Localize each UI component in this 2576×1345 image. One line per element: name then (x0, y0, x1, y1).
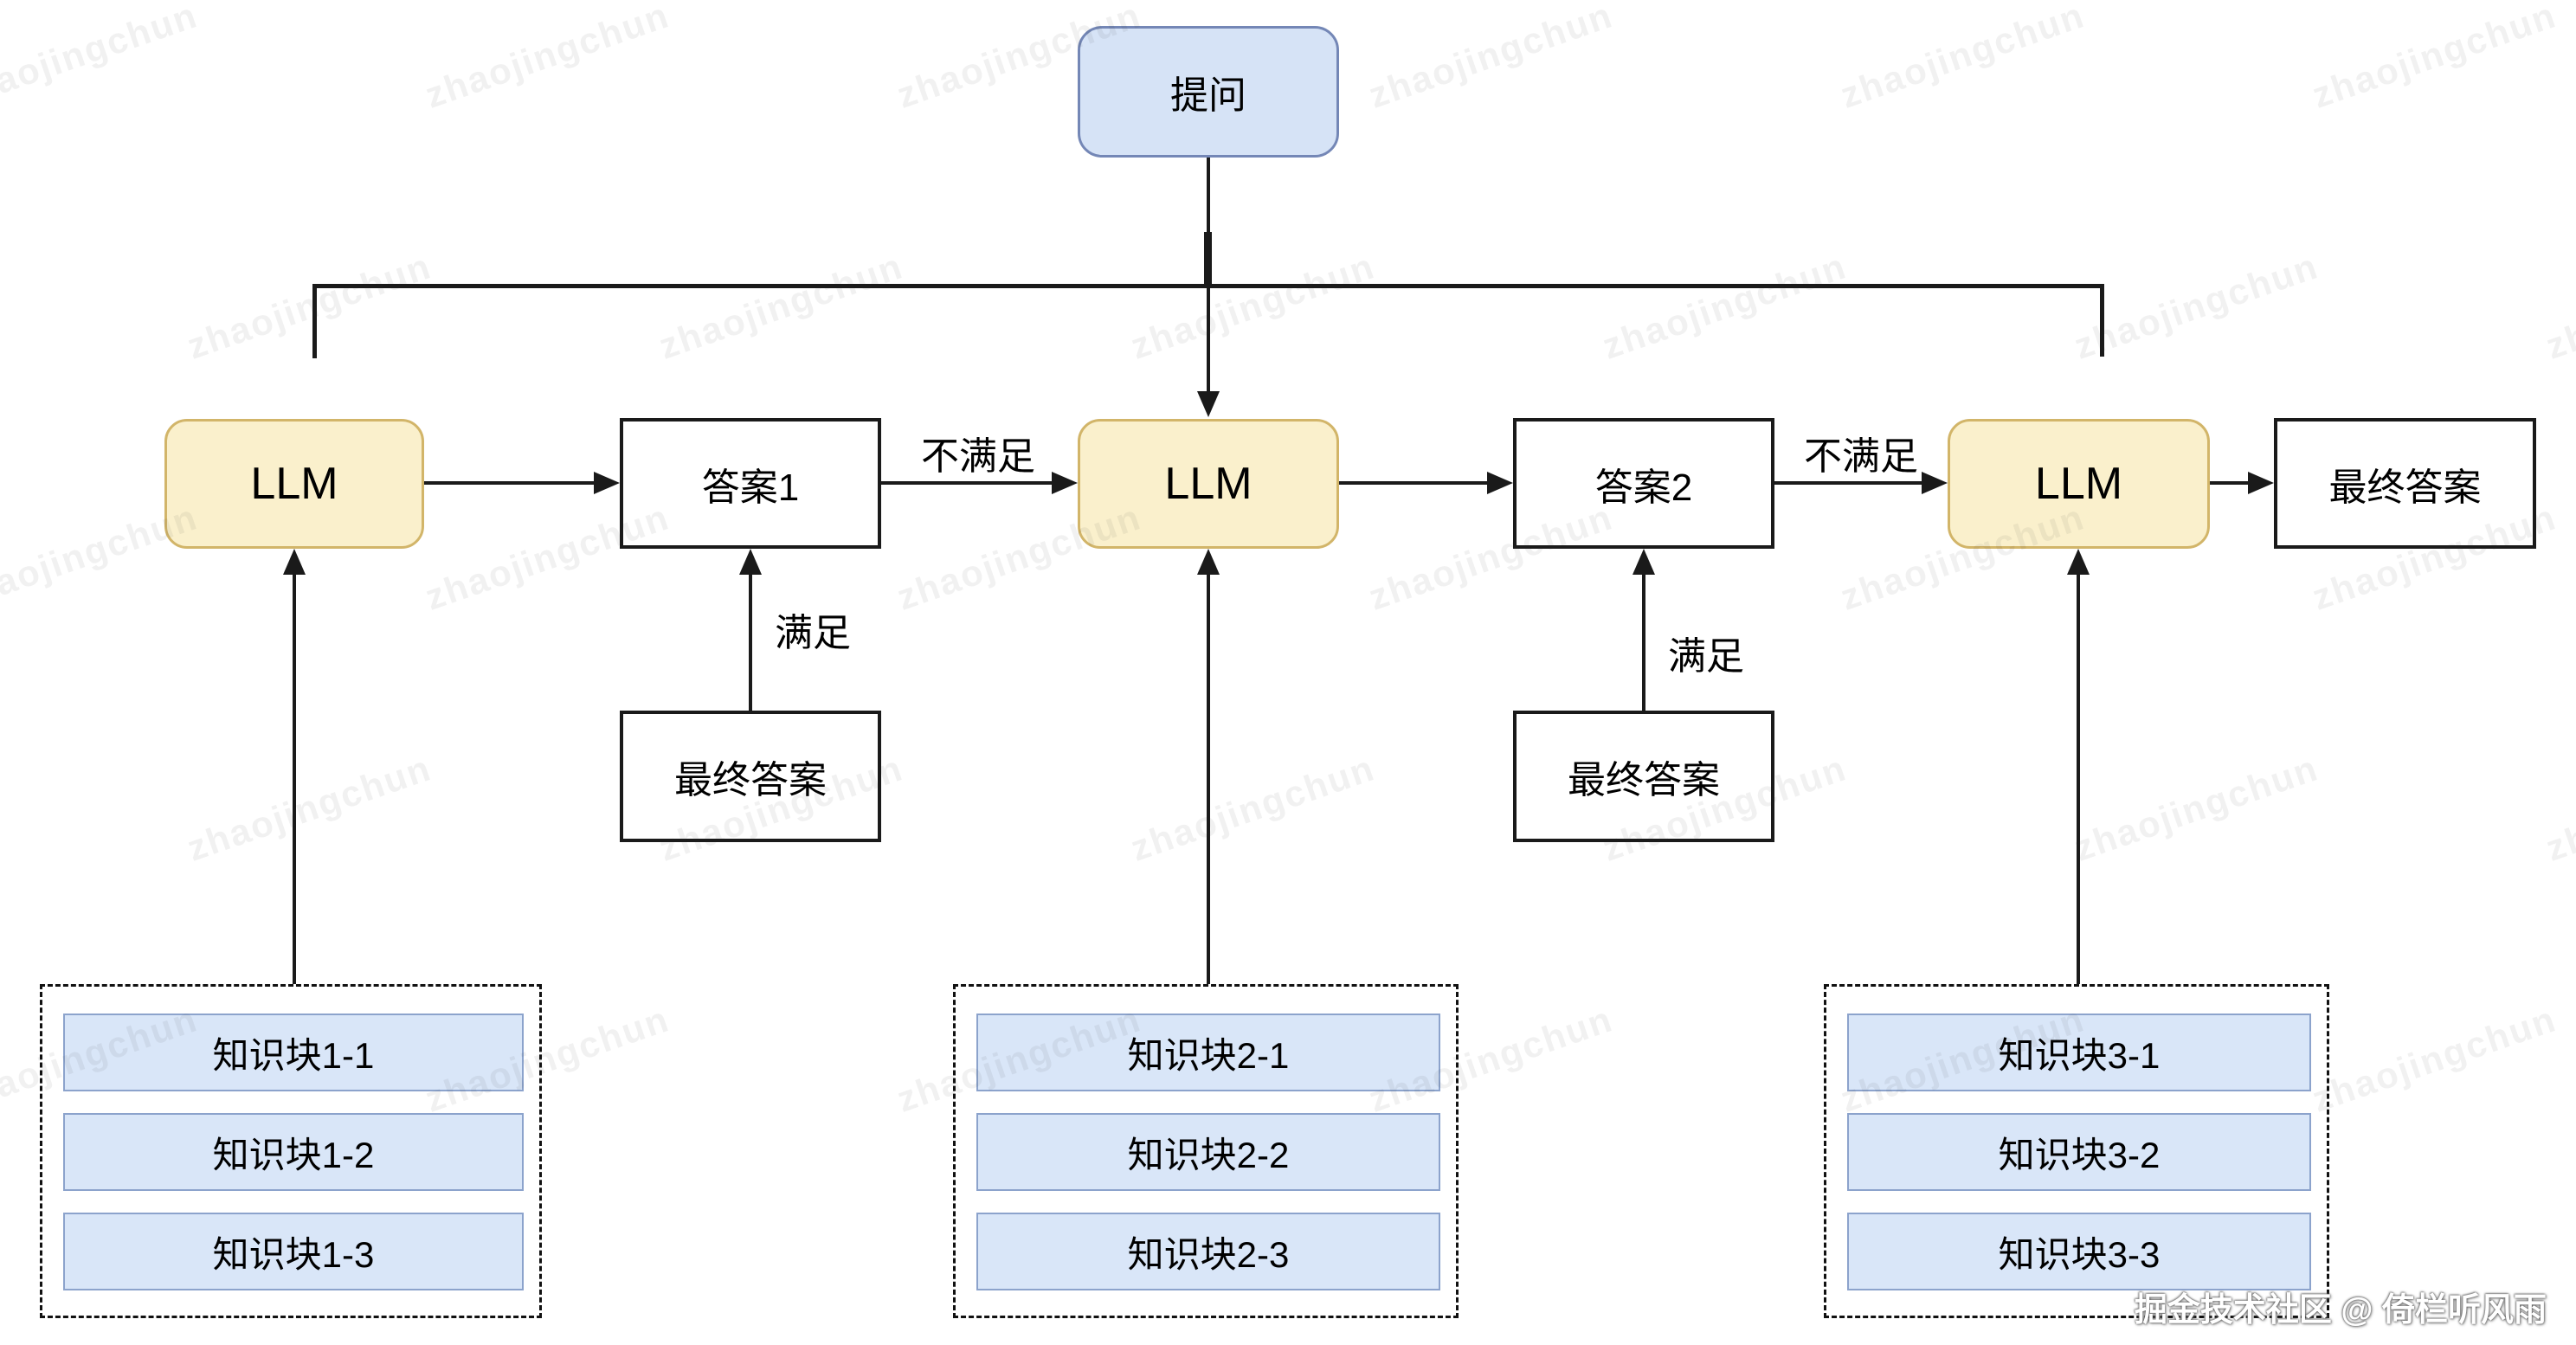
watermark-text: zhaojingchun (2541, 245, 2576, 367)
watermark-text: zhaojingchun (182, 245, 437, 367)
label-satisfied-2: 满足 (1668, 635, 1744, 678)
connector-branch-horizontal (314, 284, 2103, 288)
arrow-final2-to-answer2-head (1633, 549, 1655, 575)
knowledge-group-3: 知识块3-1 知识块3-2 知识块3-3 (1824, 984, 2329, 1318)
arrow-group3-to-llm3-line (2077, 571, 2080, 984)
arrow-final1-to-answer1-head (739, 549, 762, 575)
watermark-text: zhaojingchun (2069, 245, 2324, 367)
watermark-text: zhaojingchun (1835, 0, 2090, 116)
watermark-text: zhaojingchun (2069, 747, 2324, 869)
watermark-text: zhaojingchun (2307, 0, 2562, 116)
chunk-2-3: 知识块2-3 (976, 1213, 1440, 1290)
connector-branch-right-drop (2100, 284, 2104, 357)
connector-question-stem-thick (1204, 232, 1212, 287)
chunk-3-3: 知识块3-3 (1847, 1213, 2311, 1290)
watermark-text: zhaojingchun (1363, 0, 1619, 116)
arrow-group1-to-llm1-line (293, 571, 296, 984)
knowledge-group-2: 知识块2-1 知识块2-2 知识块2-3 (953, 984, 1459, 1318)
arrow-group1-to-llm1-head (283, 549, 306, 575)
arrow-answer2-to-llm3-head (1922, 472, 1948, 494)
arrow-llm1-to-answer1-head (594, 472, 620, 494)
node-llm-1: LLM (164, 419, 424, 549)
arrow-question-to-llm2-head (1197, 391, 1220, 417)
arrow-llm3-to-final-line (2210, 481, 2248, 485)
arrow-llm3-to-final-head (2248, 472, 2274, 494)
arrow-answer1-to-llm2-head (1052, 472, 1078, 494)
chunk-1-2: 知识块1-2 (63, 1113, 524, 1191)
node-llm-3: LLM (1948, 419, 2210, 549)
connector-question-stem (1207, 158, 1210, 234)
watermark-text: zhaojingchun (1125, 245, 1381, 367)
arrow-question-to-llm2-line (1207, 288, 1210, 394)
arrow-final1-to-answer1-line (749, 571, 752, 711)
arrow-llm1-to-answer1-line (424, 481, 594, 485)
chunk-2-2: 知识块2-2 (976, 1113, 1440, 1191)
node-answer-1: 答案1 (620, 418, 881, 549)
chunk-2-1: 知识块2-1 (976, 1014, 1440, 1091)
node-final-answer-2: 最终答案 (1513, 711, 1774, 842)
chunk-3-2: 知识块3-2 (1847, 1113, 2311, 1191)
arrow-answer2-to-llm3-line (1774, 481, 1922, 485)
label-not-satisfied-1: 不满足 (921, 435, 1035, 478)
watermark-text: zhaojingchun (0, 0, 203, 116)
chunk-1-3: 知识块1-3 (63, 1213, 524, 1290)
node-llm-2: LLM (1078, 419, 1339, 549)
arrow-group2-to-llm2-head (1197, 549, 1220, 575)
arrow-group2-to-llm2-line (1207, 571, 1210, 984)
watermark-text: zhaojingchun (2541, 747, 2576, 869)
watermark-text: zhaojingchun (1597, 245, 1852, 367)
node-final-answer-1: 最终答案 (620, 711, 881, 842)
watermark-text: zhaojingchun (2307, 998, 2562, 1120)
node-answer-2: 答案2 (1513, 418, 1774, 549)
node-question: 提问 (1078, 26, 1339, 158)
connector-branch-left-drop (312, 284, 317, 358)
label-not-satisfied-2: 不满足 (1804, 435, 1918, 478)
arrow-final2-to-answer2-line (1642, 571, 1645, 711)
arrow-llm2-to-answer2-line (1339, 481, 1487, 485)
watermark-text: zhaojingchun (654, 245, 909, 367)
arrow-answer1-to-llm2-line (881, 481, 1052, 485)
label-satisfied-1: 满足 (775, 612, 851, 654)
watermark-text: zhaojingchun (1125, 747, 1381, 869)
credit-text: 掘金技术社区 @ 倚栏听风雨 (2134, 1292, 2547, 1329)
arrow-llm2-to-answer2-head (1487, 472, 1513, 494)
chunk-3-1: 知识块3-1 (1847, 1014, 2311, 1091)
node-final-answer-right: 最终答案 (2274, 418, 2536, 549)
chunk-1-1: 知识块1-1 (63, 1014, 524, 1091)
watermark-text: zhaojingchun (182, 747, 437, 869)
watermark-text: zhaojingchun (420, 0, 675, 116)
knowledge-group-1: 知识块1-1 知识块1-2 知识块1-3 (40, 984, 542, 1318)
arrow-group3-to-llm3-head (2067, 549, 2090, 575)
